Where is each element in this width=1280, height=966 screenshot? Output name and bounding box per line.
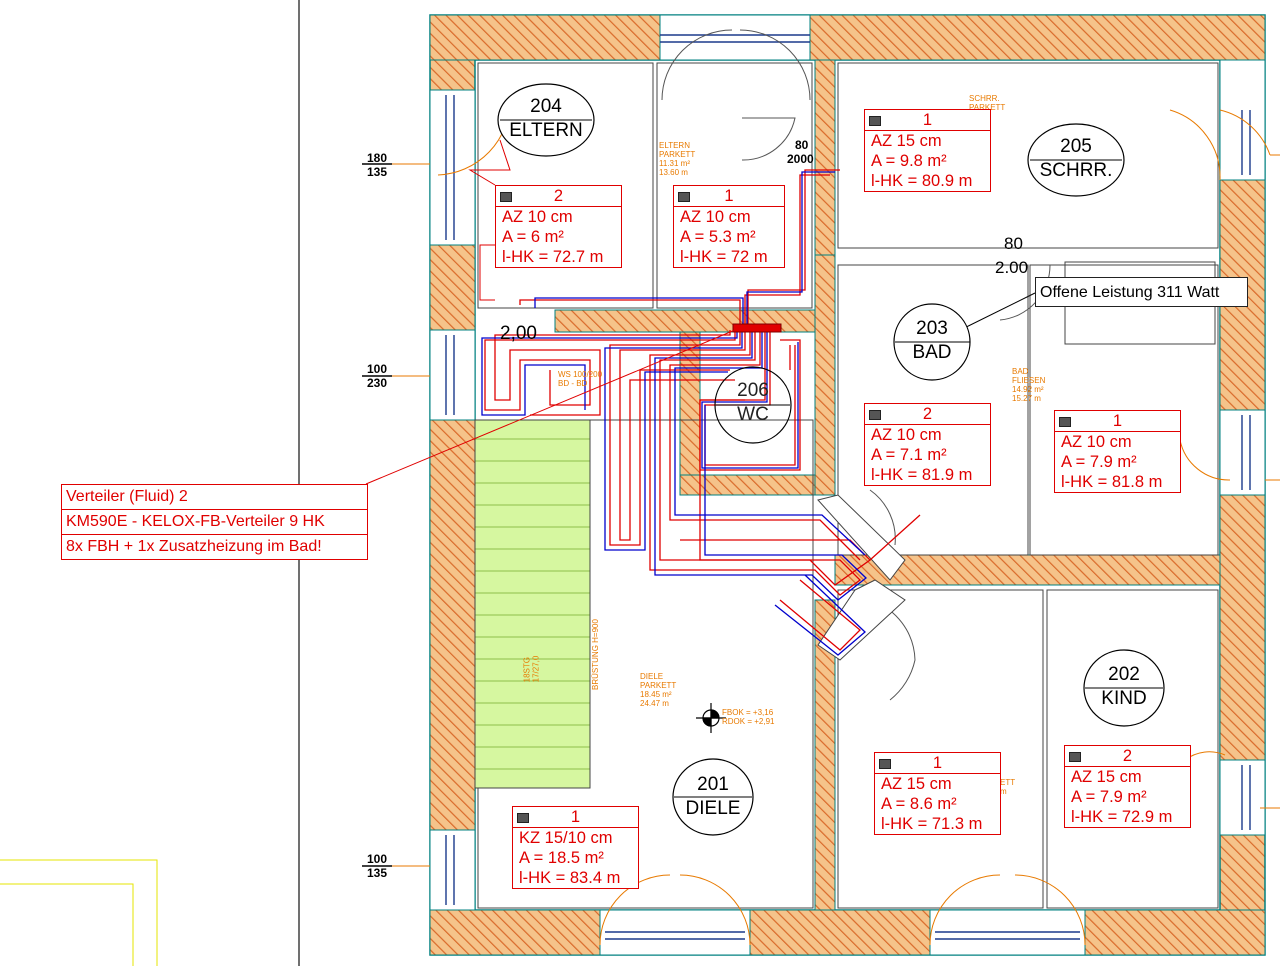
door-dim-2000: 2000 xyxy=(787,152,814,166)
circuit-spacing: AZ 15 cm xyxy=(881,775,952,793)
manifold-note: 8x FBH + 1x Zusatzheizung im Bad! xyxy=(66,538,322,555)
circuit-area: A = 7.9 m² xyxy=(1061,453,1137,471)
circuit-area: A = 18.5 m² xyxy=(519,849,604,867)
radiator-icon xyxy=(869,410,881,420)
heating-circuit-box[interactable]: 1 AZ 10 cm A = 7.9 m² l-HK = 81.8 m xyxy=(1054,410,1181,493)
radiator-icon xyxy=(879,759,891,769)
radiator-icon xyxy=(1069,752,1081,762)
circuit-id: 1 xyxy=(1112,412,1123,430)
level-label: FBOK = +3,16 RDOK = +2,91 xyxy=(722,708,775,726)
door-dim-80: 80 xyxy=(1004,234,1023,253)
room-name: ELTERN xyxy=(509,120,583,141)
heating-circuit-box[interactable]: 1 KZ 15/10 cm A = 18.5 m² l-HK = 83.4 m xyxy=(512,806,639,889)
railing-label: BRÜSTUNG H=900 xyxy=(590,619,600,690)
circuit-length: l-HK = 72.9 m xyxy=(1071,808,1173,826)
circuit-id: 2 xyxy=(553,187,564,205)
dim-top: 100 xyxy=(367,852,388,866)
diele-floor-label: DIELE PARKETT 18.45 m² 24.47 m xyxy=(640,672,677,708)
ws-label: WS 100/200 BD - BD xyxy=(558,370,603,388)
dim-top: 180 xyxy=(367,151,388,165)
door-dim-80b: 80 xyxy=(795,138,809,152)
open-power-tooltip: Offene Leistung 311 Watt xyxy=(1035,277,1248,307)
heating-circuit-box[interactable]: 2 AZ 10 cm A = 7.1 m² l-HK = 81.9 m xyxy=(864,403,991,486)
circuit-spacing: AZ 10 cm xyxy=(502,208,573,226)
manifold-callout[interactable]: Verteiler (Fluid) 2 KM590E - KELOX-FB-Ve… xyxy=(61,484,368,560)
circuit-id: 1 xyxy=(922,111,933,129)
circuit-area: A = 5.3 m² xyxy=(680,228,756,246)
room-number: 206 xyxy=(737,380,769,401)
radiator-icon xyxy=(517,813,529,823)
room-number: 203 xyxy=(916,318,948,339)
circuit-length: l-HK = 72 m xyxy=(680,248,768,266)
circuit-area: A = 7.9 m² xyxy=(1071,788,1147,806)
circuit-area: A = 8.6 m² xyxy=(881,795,957,813)
circuit-length: l-HK = 72.7 m xyxy=(502,248,604,266)
room-name: BAD xyxy=(912,342,952,363)
heating-circuit-box[interactable]: 1 AZ 10 cm A = 5.3 m² l-HK = 72 m xyxy=(673,185,785,268)
circuit-area: A = 6 m² xyxy=(502,228,564,246)
room-number: 202 xyxy=(1108,664,1140,685)
circuit-area: A = 9.8 m² xyxy=(871,152,947,170)
circuit-length: l-HK = 81.8 m xyxy=(1061,473,1163,491)
circuit-spacing: AZ 15 cm xyxy=(1071,768,1142,786)
wc-door-dim: 2,00 xyxy=(500,323,537,344)
dim-top: 100 xyxy=(367,362,388,376)
radiator-icon xyxy=(869,116,881,126)
room-name: DIELE xyxy=(685,798,741,819)
manifold-marker xyxy=(732,323,782,333)
room-number: 201 xyxy=(697,774,729,795)
circuit-spacing: AZ 10 cm xyxy=(871,426,942,444)
heating-circuit-box[interactable]: 2 AZ 10 cm A = 6 m² l-HK = 72.7 m xyxy=(495,185,622,268)
room-name: WC xyxy=(737,404,769,425)
door-dim-200: 2.00 xyxy=(995,258,1029,277)
bad-floor-label: BAD FLIESEN 14.92 m² 15.27 m xyxy=(1012,367,1046,403)
dim-bottom: 230 xyxy=(367,376,388,390)
radiator-icon xyxy=(678,192,690,202)
circuit-id: 1 xyxy=(724,187,734,205)
heating-circuit-box[interactable]: 2 AZ 15 cm A = 7.9 m² l-HK = 72.9 m xyxy=(1064,745,1191,828)
kind-floor-label: ETT m xyxy=(1000,778,1016,796)
circuit-spacing: AZ 10 cm xyxy=(1061,433,1132,451)
level-marker-icon xyxy=(696,703,726,733)
radiator-icon xyxy=(500,192,512,202)
circuit-length: l-HK = 81.9 m xyxy=(871,466,973,484)
circuit-id: 2 xyxy=(1122,747,1133,765)
circuit-spacing: KZ 15/10 cm xyxy=(519,829,613,847)
circuit-spacing: AZ 10 cm xyxy=(680,208,751,226)
manifold-title: Verteiler (Fluid) 2 xyxy=(62,485,367,510)
heating-circuit-box[interactable]: 1 AZ 15 cm A = 9.8 m² l-HK = 80.9 m xyxy=(864,109,991,192)
circuit-spacing: AZ 15 cm xyxy=(871,132,942,150)
dim-bottom: 135 xyxy=(367,165,388,179)
room-number: 205 xyxy=(1060,136,1092,157)
circuit-length: l-HK = 71.3 m xyxy=(881,815,983,833)
room-number: 204 xyxy=(530,96,562,117)
circuit-length: l-HK = 80.9 m xyxy=(871,172,973,190)
stairs-label: 18STG 17/27,0 xyxy=(522,655,541,683)
circuit-id: 1 xyxy=(570,808,581,826)
circuit-area: A = 7.1 m² xyxy=(871,446,947,464)
circuit-length: l-HK = 83.4 m xyxy=(519,869,621,887)
radiator-icon xyxy=(1059,417,1071,427)
manifold-model: KM590E - KELOX-FB-Verteiler 9 HK xyxy=(62,510,367,535)
circuit-id: 2 xyxy=(922,405,933,423)
room-name: SCHRR. xyxy=(1039,160,1113,181)
circuit-id: 1 xyxy=(932,754,943,772)
schrr-floor-label: SCHRR. PARKETT xyxy=(969,94,1006,112)
eltern-floor-label: ELTERN PARKETT 11.31 m² 13.60 m xyxy=(659,141,696,177)
dim-bottom: 135 xyxy=(367,866,388,880)
heating-circuit-box[interactable]: 1 AZ 15 cm A = 8.6 m² l-HK = 71.3 m xyxy=(874,752,1001,835)
room-name: KIND xyxy=(1101,688,1147,709)
